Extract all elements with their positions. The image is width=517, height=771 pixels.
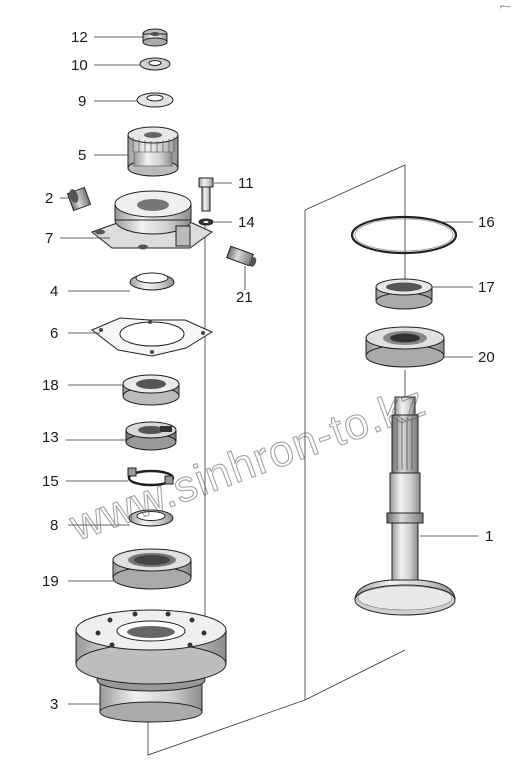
label-18: 18 <box>42 377 59 394</box>
label-15: 15 <box>42 473 59 490</box>
label-20: 20 <box>478 349 495 366</box>
part-16-o-ring <box>350 215 458 255</box>
part-7-housing-cover <box>90 190 213 250</box>
part-8-spacer-ring <box>128 509 174 527</box>
label-16: 16 <box>478 214 495 231</box>
part-15-lock-ring <box>127 467 175 487</box>
part-18-bearing <box>122 374 180 406</box>
label-17: 17 <box>478 279 495 296</box>
part-20-bearing <box>365 326 445 368</box>
label-1: 1 <box>485 528 493 545</box>
part-3-hub-housing <box>75 609 227 723</box>
label-3: 3 <box>50 696 58 713</box>
label-12: 12 <box>71 29 88 46</box>
part-5-gear <box>127 126 179 177</box>
label-9: 9 <box>78 93 86 110</box>
label-2: 2 <box>45 190 53 207</box>
label-5: 5 <box>78 147 86 164</box>
part-10-lock-washer <box>139 57 171 71</box>
part-19-bearing <box>112 548 192 590</box>
label-13: 13 <box>42 429 59 446</box>
label-4: 4 <box>50 283 58 300</box>
part-4-oil-seal <box>129 272 175 291</box>
label-19: 19 <box>42 573 59 590</box>
part-9-washer <box>136 92 174 108</box>
part-14-washer <box>198 218 214 226</box>
part-17-oil-seal <box>375 278 433 310</box>
label-14: 14 <box>238 214 255 231</box>
corner-mark: ⌐– <box>500 1 510 11</box>
part-11-bolt <box>198 177 214 212</box>
part-2-fitting <box>66 186 92 212</box>
part-6-gasket <box>91 317 214 357</box>
label-8: 8 <box>50 517 58 534</box>
assembly-guide-lines <box>147 164 406 756</box>
part-12-nut <box>142 28 168 47</box>
part-13-slotted-nut <box>125 421 177 451</box>
label-11: 11 <box>238 175 254 192</box>
leader-lines <box>60 36 478 705</box>
label-10: 10 <box>71 57 88 74</box>
watermark-text: www.sinhron-to.kz <box>63 376 432 550</box>
part-1-shaft <box>354 396 456 616</box>
callout-labels: 12 10 9 5 2 7 11 14 21 4 6 18 13 15 8 19… <box>42 29 495 713</box>
part-21-grease-fitting <box>226 245 257 267</box>
label-6: 6 <box>50 325 58 342</box>
label-21: 21 <box>236 289 253 306</box>
label-7: 7 <box>45 230 53 247</box>
